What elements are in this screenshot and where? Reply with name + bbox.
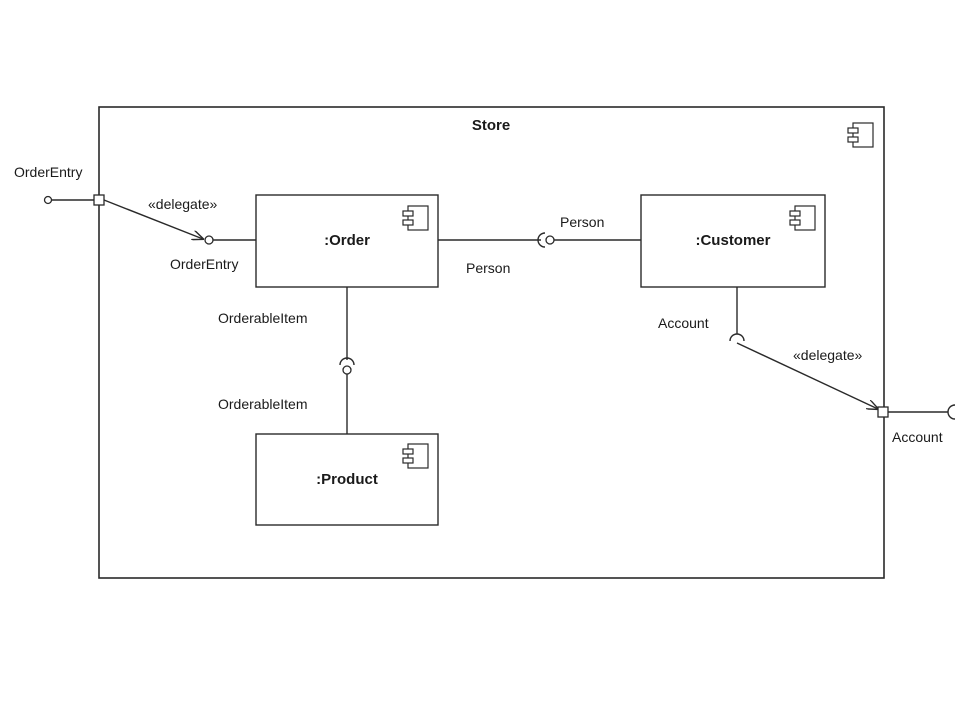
account-internal-label: Account <box>658 315 709 331</box>
person-ball <box>545 235 555 245</box>
store-component-frame <box>98 106 885 579</box>
orderable-item-socket <box>339 357 355 366</box>
order-entry-internal-label: OrderEntry <box>170 256 238 272</box>
customer-component-name: :Customer <box>695 232 770 249</box>
order-entry-delegate-label: «delegate» <box>148 196 218 212</box>
account-port[interactable] <box>877 406 889 418</box>
account-delegate-connector <box>736 342 878 409</box>
orderable-item-provided-label: OrderableItem <box>218 396 307 412</box>
store-title: Store <box>472 117 510 134</box>
order-entry-internal-lollipop <box>204 235 214 245</box>
account-external-label: Account <box>892 429 943 445</box>
orderable-item-ball <box>342 365 352 375</box>
order-entry-external-label: OrderEntry <box>14 164 82 180</box>
customer-component[interactable] <box>640 194 826 288</box>
product-component-name: :Product <box>316 471 378 488</box>
order-entry-external-lollipop <box>43 195 53 205</box>
order-entry-delegate-connector <box>103 199 203 239</box>
person-socket <box>537 232 546 248</box>
order-entry-port[interactable] <box>93 194 105 206</box>
account-external-socket <box>947 404 956 420</box>
account-delegate-label: «delegate» <box>793 347 863 363</box>
person-provided-label: Person <box>560 214 604 230</box>
account-internal-socket <box>729 333 745 342</box>
store-component-icon <box>847 122 874 148</box>
person-required-label: Person <box>466 260 510 276</box>
order-component-name: :Order <box>324 232 370 249</box>
orderable-item-required-label: OrderableItem <box>218 310 307 326</box>
